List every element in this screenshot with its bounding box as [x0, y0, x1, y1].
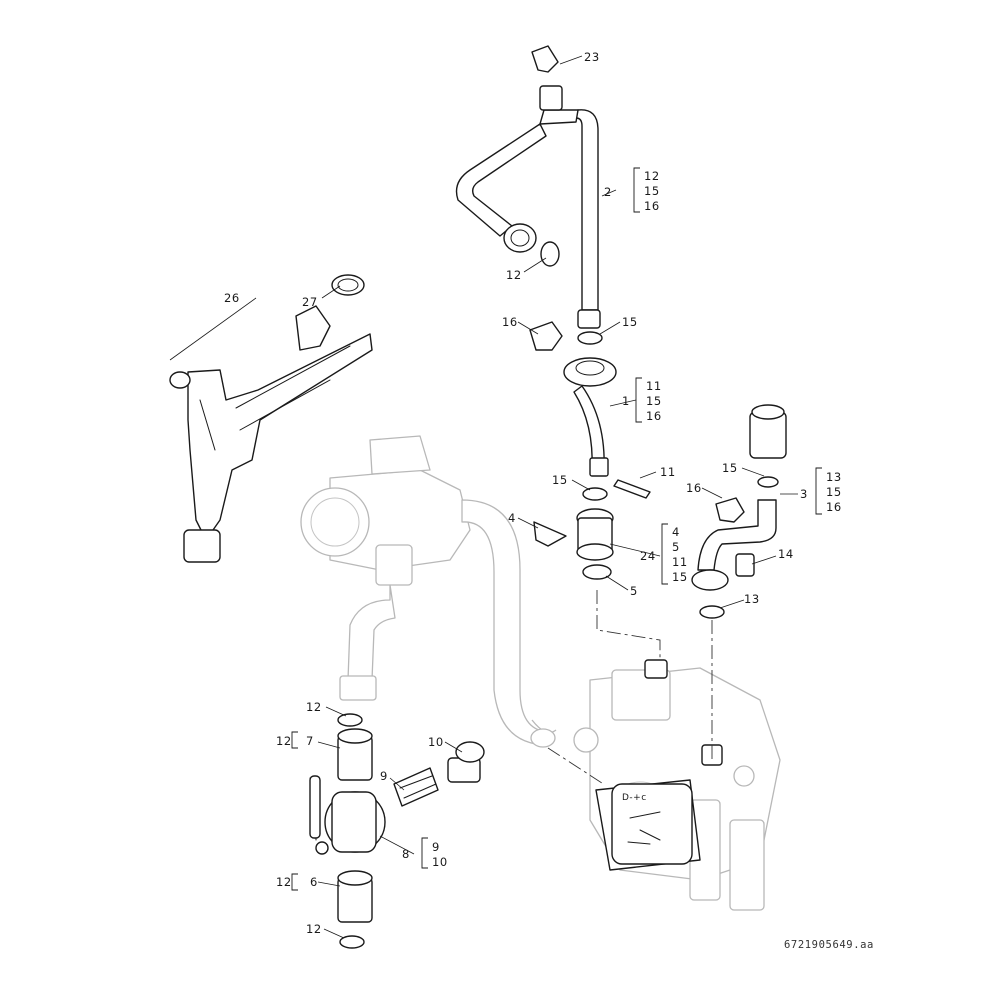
- callout-12-a: 12: [306, 700, 322, 714]
- part-15-ring-mid: [582, 487, 608, 501]
- part-16-clip-upper: [529, 321, 563, 351]
- group-24-item-1: 4: [672, 525, 680, 539]
- part-6-union: [337, 870, 373, 923]
- callout-7: 7: [306, 734, 314, 748]
- group-8-item-1: 9: [432, 840, 440, 854]
- part-11-clip: [613, 479, 651, 499]
- group-3-item-1: 13: [826, 470, 842, 484]
- group-2-item-2: 15: [644, 184, 660, 198]
- group-3-item-2: 15: [826, 485, 842, 499]
- part-2-pipe: [455, 109, 601, 329]
- callout-11: 11: [660, 465, 676, 479]
- drawing-number: 6721905649.aa: [784, 939, 874, 951]
- callout-12-c: 12: [276, 875, 292, 889]
- callout-4: 4: [508, 511, 516, 525]
- part-7-union: [337, 713, 373, 781]
- callout-8: 8: [402, 847, 410, 861]
- callout-26: 26: [224, 291, 240, 305]
- part-9-strainer: [393, 767, 439, 807]
- part-24-connector: [576, 508, 614, 561]
- callout-10: 10: [428, 735, 444, 749]
- callout-15-right: 15: [722, 461, 738, 475]
- part-1-flex-pipe: [563, 357, 617, 477]
- part-10-cap: [447, 741, 485, 783]
- callout-12-d: 12: [306, 922, 322, 936]
- assembly-axis-lines: [547, 590, 713, 786]
- part-8-ball-valve: [309, 775, 386, 855]
- group-24-item-3: 11: [672, 555, 688, 569]
- part-5-ring: [582, 564, 612, 580]
- part-16-clip-lower: [715, 497, 745, 523]
- callout-9: 9: [380, 769, 388, 783]
- callout-6: 6: [310, 875, 318, 889]
- leader-lines: [169, 55, 798, 939]
- callout-15-mid: 15: [552, 473, 568, 487]
- group-24-item-4: 15: [672, 570, 688, 584]
- callout-27: 27: [302, 295, 318, 309]
- callout-24: 24: [640, 549, 656, 563]
- callout-2: 2: [604, 185, 612, 199]
- callout-3: 3: [800, 487, 808, 501]
- callout-5: 5: [630, 584, 638, 598]
- callout-16-lower: 16: [686, 481, 702, 495]
- callout-15-upper: 15: [622, 315, 638, 329]
- part-12-seal-bottom: [339, 935, 365, 949]
- callout-12-b: 12: [276, 734, 292, 748]
- callout-1: 1: [622, 394, 630, 408]
- group-24-item-2: 5: [672, 540, 680, 554]
- callout-14: 14: [778, 547, 794, 561]
- group-8-item-2: 10: [432, 855, 448, 869]
- group-1-item-2: 15: [646, 394, 662, 408]
- part-23-vent: [531, 45, 563, 111]
- group-1-item-1: 11: [646, 379, 662, 393]
- part-3-elbow: [691, 404, 787, 591]
- svg-text:D-+c: D-+c: [622, 793, 647, 803]
- pump-unit-right: D-+c: [595, 659, 723, 871]
- callout-labels: 23 2 12 15 16 12 26 27 16 15 1 11 15 16 …: [224, 50, 874, 951]
- part-13-ring: [699, 605, 725, 619]
- callout-12-pipe: 12: [506, 268, 522, 282]
- group-2-item-3: 16: [644, 199, 660, 213]
- group-2-item-1: 12: [644, 169, 660, 183]
- callout-13: 13: [744, 592, 760, 606]
- part-12-seal-ring-pipe: [540, 241, 560, 267]
- part-15-ring-upper: [577, 331, 603, 345]
- group-3-item-3: 16: [826, 500, 842, 514]
- group-1-item-3: 16: [646, 409, 662, 423]
- callout-16-upper: 16: [502, 315, 518, 329]
- part-26-siphon: [169, 305, 373, 563]
- part-27-seal: [331, 274, 365, 296]
- callout-23: 23: [584, 50, 600, 64]
- part-4-clip: [533, 521, 567, 547]
- brackets: [291, 167, 822, 891]
- part-27-seal-inner: [337, 278, 359, 292]
